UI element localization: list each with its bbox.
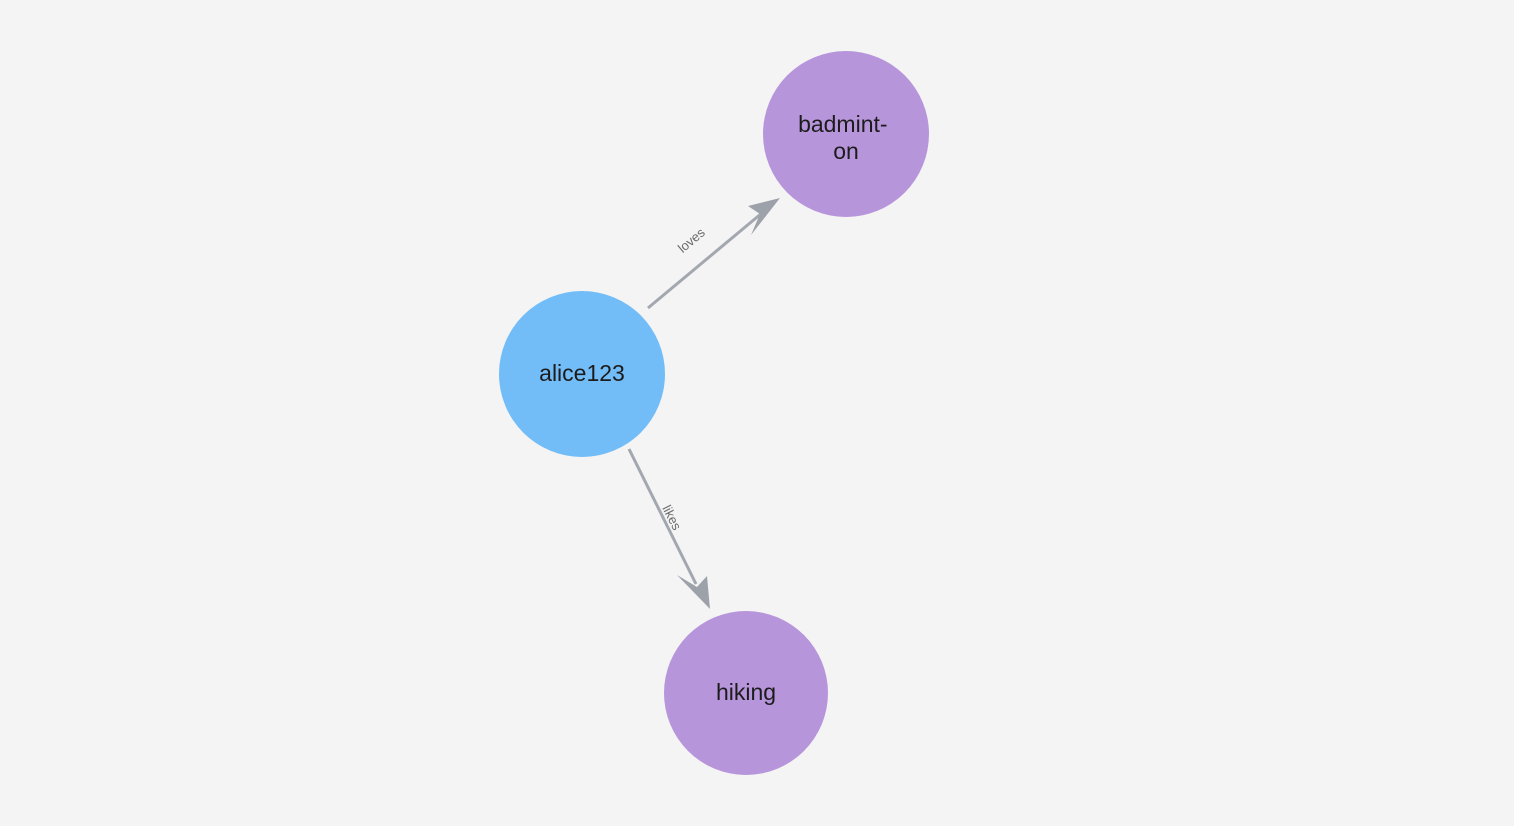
graph-node-badminton[interactable]: badmint- on [763,51,929,217]
edge-line-likes[interactable] [627,448,698,585]
edge-arrowhead-loves [748,198,780,235]
edge-line-loves[interactable] [647,211,763,310]
graph-node-hiking[interactable]: hiking [664,611,828,775]
node-layer: alice123 badmint- on hiking [499,51,929,775]
edge-arrowhead-likes [677,575,710,609]
node-circle-alice123[interactable] [499,291,665,457]
node-circle-hiking[interactable] [664,611,828,775]
edge-alice123-loves-badminton[interactable]: loves [647,198,780,310]
graph-node-alice123[interactable]: alice123 [499,291,665,457]
node-circle-badminton[interactable] [763,51,929,217]
edge-alice123-likes-hiking[interactable]: likes [627,448,710,609]
edge-label-loves: loves [675,224,708,255]
